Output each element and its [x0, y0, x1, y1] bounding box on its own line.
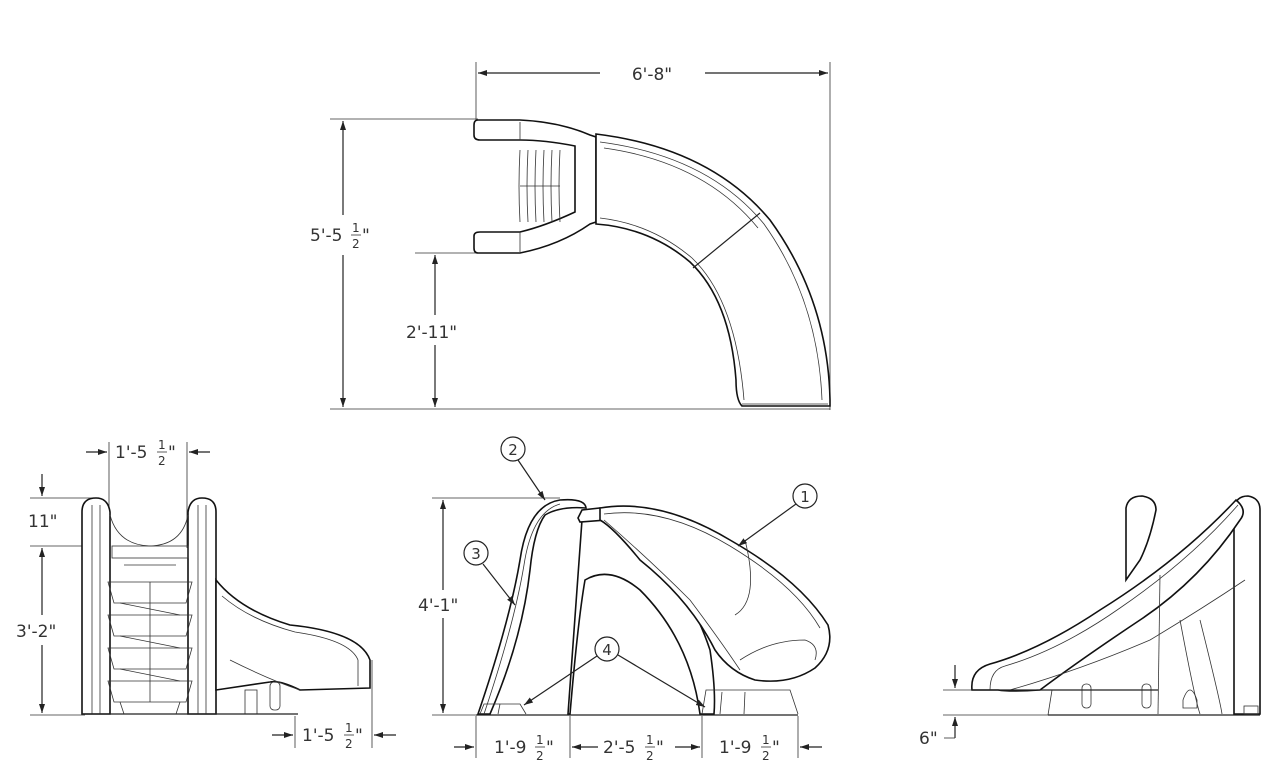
fraction-numerator: 1 [345, 721, 353, 735]
side-base-left-dimension: 1'-9 [494, 738, 526, 758]
fraction-numerator: 1 [158, 438, 166, 452]
slide-side-outline [476, 498, 831, 716]
callout-number: 1 [800, 488, 810, 506]
fraction-denominator: 2 [352, 237, 360, 251]
callout-number: 3 [471, 545, 481, 563]
fraction-denominator: 2 [646, 749, 654, 763]
fraction-numerator: 1 [762, 733, 770, 747]
fraction-denominator: 2 [536, 749, 544, 763]
slide-top-outline [473, 119, 831, 407]
fraction-suffix: " [362, 226, 370, 246]
front-exit-dimension: 1'-5 [302, 726, 334, 746]
side-height-dimension: 4'-1" [418, 596, 458, 616]
front-top-dimension: 11" [28, 512, 57, 532]
slide-rear-outline [971, 495, 1261, 716]
fraction-denominator: 2 [158, 454, 166, 468]
callout-2: 2 [500, 436, 546, 501]
callout-1: 1 [737, 483, 818, 547]
top-view: 6'-8" 5'-5 1 2 " 2'-11" [310, 62, 831, 410]
callout-number: 4 [602, 641, 612, 659]
section-joint [692, 212, 761, 269]
side-base-mid-dimension: 2'-5 [603, 738, 635, 758]
fraction-suffix: " [772, 738, 780, 758]
front-view: 1'-5 1 2 " 11" 3'-2" 1'-5 1 2 " [16, 438, 396, 751]
front-width-dimension: 1'-5 [115, 443, 147, 463]
top-lower-dimension: 2'-11" [406, 323, 457, 343]
fraction-suffix: " [168, 443, 176, 463]
fraction-numerator: 1 [536, 733, 544, 747]
side-view: 4'-1" 1'-9 1 2 " 2'-5 1 2 " 1'-9 1 2 " [418, 436, 831, 763]
callout-4: 4 [523, 636, 706, 708]
top-height-dimension: 5'-5 [310, 226, 342, 246]
fraction-suffix: " [656, 738, 664, 758]
callout-number: 2 [508, 441, 518, 459]
callout-3: 3 [463, 540, 516, 606]
slide-front-outline [81, 497, 371, 715]
fraction-suffix: " [546, 738, 554, 758]
side-base-right-dimension: 1'-9 [719, 738, 751, 758]
ladder-steps [107, 564, 193, 715]
fraction-numerator: 1 [646, 733, 654, 747]
rear-clearance-dimension: 6" [919, 729, 938, 749]
fraction-denominator: 2 [762, 749, 770, 763]
rear-view: 6" [919, 495, 1261, 749]
front-height-dimension: 3'-2" [16, 622, 56, 642]
top-width-dimension: 6'-8" [632, 65, 672, 85]
fraction-denominator: 2 [345, 737, 353, 751]
fraction-suffix: " [355, 726, 363, 746]
fraction-numerator: 1 [352, 221, 360, 235]
